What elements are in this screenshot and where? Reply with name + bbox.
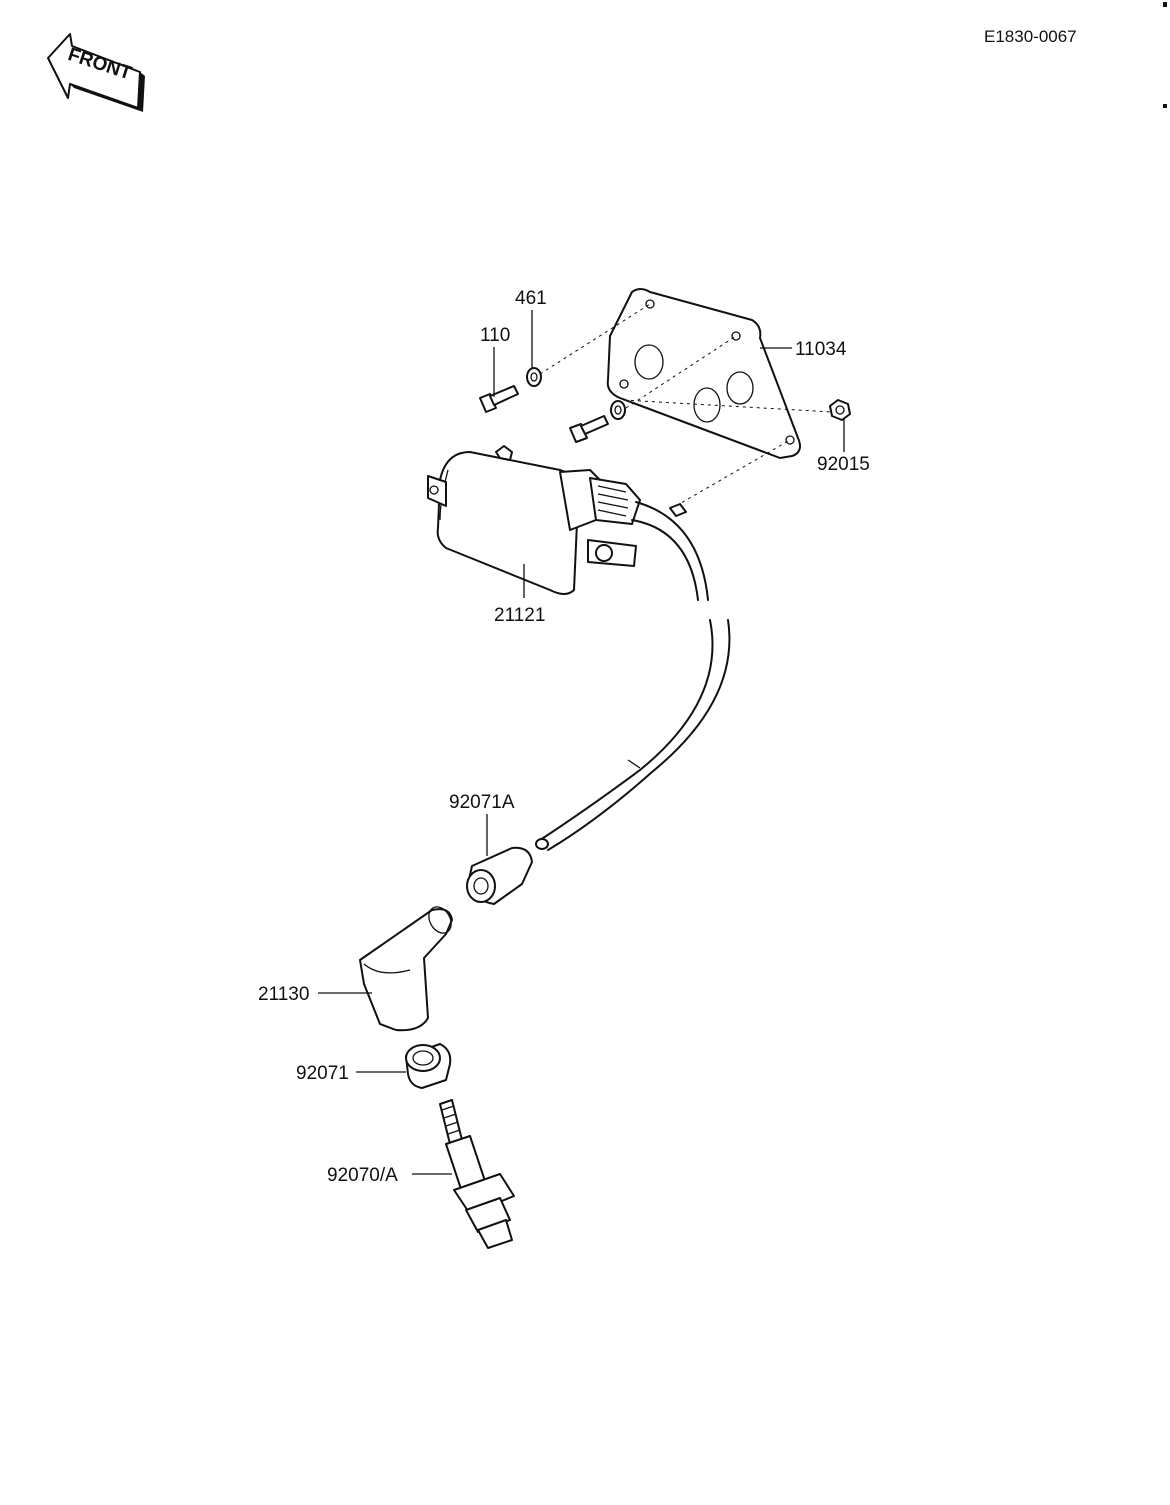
- washer-icon: [526, 367, 542, 387]
- plug-cap-icon: [359, 906, 453, 1032]
- part-label-ignition-coil: 21121: [494, 605, 545, 626]
- cap-lower-icon: [405, 1043, 452, 1089]
- part-label-washer: 461: [515, 288, 547, 309]
- ignition-coil-icon: [427, 445, 687, 595]
- bracket-plate: [606, 288, 801, 459]
- washer-icon-2: [610, 400, 626, 420]
- nut-icon: [829, 399, 851, 421]
- part-label-cap-lower: 92071: [296, 1063, 349, 1084]
- part-label-plug-cap: 21130: [258, 984, 309, 1005]
- bolt-icon: [479, 385, 519, 413]
- front-arrow-icon: FRONT: [47, 33, 145, 112]
- ht-lead-icon: [535, 501, 731, 851]
- part-label-nut: 92015: [817, 454, 870, 475]
- drawing-code: E1830-0067: [984, 27, 1077, 46]
- cap-upper-icon: [466, 846, 533, 905]
- corner-mark-mid: [1163, 104, 1167, 108]
- part-label-bracket: 11034: [795, 339, 847, 360]
- bolt-icon-2: [569, 415, 609, 443]
- corner-mark-top: [1163, 2, 1167, 7]
- part-label-cap-upper: 92071A: [449, 792, 515, 813]
- part-label-bolt: 110: [480, 325, 510, 346]
- part-label-spark-plug: 92070/A: [327, 1165, 398, 1186]
- spark-plug-icon: [439, 1099, 515, 1249]
